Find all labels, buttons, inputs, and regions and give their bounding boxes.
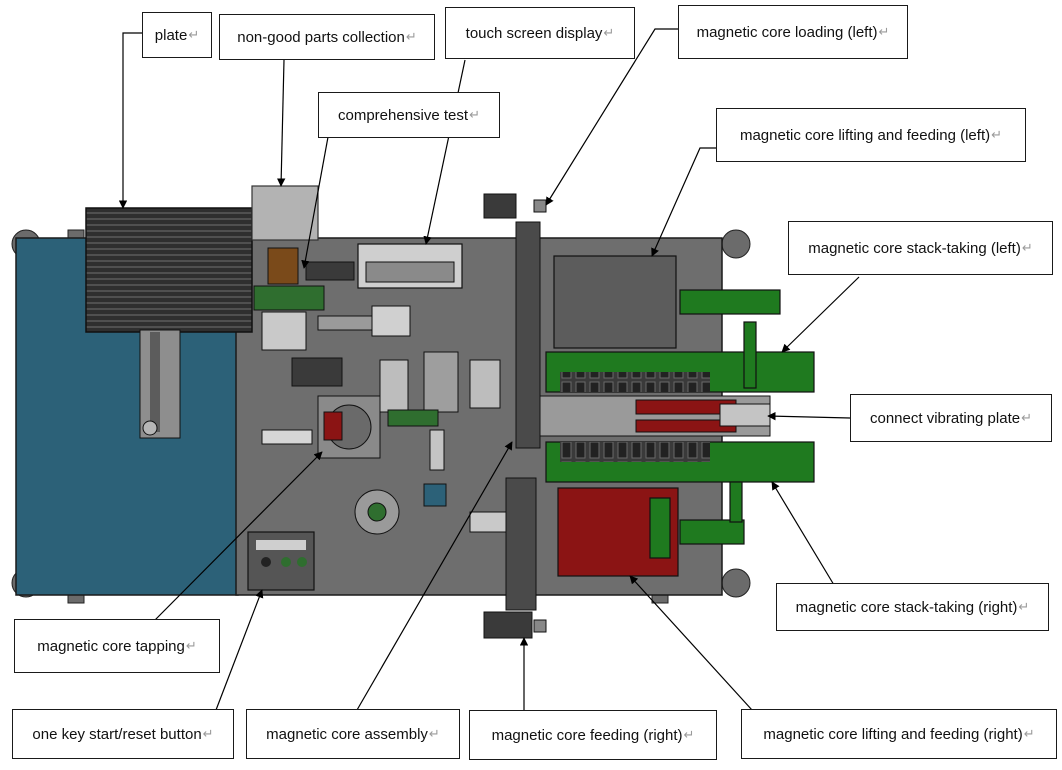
label-start-reset: one key start/reset button↵ <box>12 709 234 759</box>
label-vibrating-text: connect vibrating plate <box>869 409 1021 427</box>
leader-plate <box>118 32 142 209</box>
label-non-good-parts: non-good parts collection↵ <box>219 14 435 60</box>
paragraph-mark: ↵ <box>878 24 890 39</box>
label-feeding-right-text: magnetic core feeding (right) <box>491 726 683 744</box>
paragraph-mark: ↵ <box>428 726 440 741</box>
label-vibrating-plate: connect vibrating plate↵ <box>850 394 1052 442</box>
upper-chain <box>560 372 710 392</box>
label-lifting-feeding-left: magnetic core lifting and feeding (left)… <box>716 108 1026 162</box>
paragraph-mark: ↵ <box>405 29 417 44</box>
control-panel <box>247 531 315 591</box>
label-non-good-text: non-good parts collection <box>237 28 405 46</box>
label-stack-right-text: magnetic core stack-taking (right) <box>795 598 1018 616</box>
paragraph-mark: ↵ <box>1021 240 1033 255</box>
label-assembly-text: magnetic core assembly <box>266 725 428 743</box>
leader-lines <box>118 28 860 711</box>
label-lifting-left-text: magnetic core lifting and feeding (left) <box>739 126 991 144</box>
paragraph-mark: ↵ <box>188 27 200 42</box>
leader-assembly <box>356 441 513 711</box>
label-stack-left-text: magnetic core stack-taking (left) <box>808 239 1021 257</box>
reject-bin <box>251 185 319 241</box>
plate-module <box>85 207 253 439</box>
label-core-feeding-right: magnetic core feeding (right)↵ <box>469 710 717 760</box>
leader-comprehensive-test <box>301 136 329 269</box>
label-lifting-feeding-right: magnetic core lifting and feeding (right… <box>741 709 1057 759</box>
label-stack-taking-right: magnetic core stack-taking (right)↵ <box>776 583 1049 631</box>
touch-screen <box>357 243 463 289</box>
label-start-reset-text: one key start/reset button <box>32 725 202 743</box>
leader-non-good <box>276 59 286 187</box>
leader-stack-right <box>771 481 835 586</box>
leader-core-loading <box>545 28 678 206</box>
label-comprehensive-test-text: comprehensive test <box>338 106 469 124</box>
label-plate: plate↵ <box>142 12 212 58</box>
paragraph-mark: ↵ <box>185 638 197 653</box>
leader-vibrating <box>767 411 851 421</box>
middle-mechanisms <box>261 351 511 535</box>
paragraph-mark: ↵ <box>603 25 615 40</box>
paragraph-mark: ↵ <box>1018 599 1030 614</box>
label-core-tapping: magnetic core tapping↵ <box>14 619 220 673</box>
label-core-loading-text: magnetic core loading (left) <box>696 23 878 41</box>
lower-chain <box>560 442 710 462</box>
paragraph-mark: ↵ <box>991 127 1003 142</box>
label-comprehensive-test: comprehensive test↵ <box>318 92 500 138</box>
label-stack-taking-left: magnetic core stack-taking (left)↵ <box>788 221 1053 275</box>
leader-tapping <box>154 451 323 621</box>
label-lifting-right-text: magnetic core lifting and feeding (right… <box>763 725 1023 743</box>
paragraph-mark: ↵ <box>1021 410 1032 425</box>
label-core-assembly: magnetic core assembly↵ <box>246 709 460 759</box>
leader-touch-screen <box>423 59 466 245</box>
label-plate-text: plate <box>154 26 188 44</box>
label-core-loading-left: magnetic core loading (left)↵ <box>678 5 908 59</box>
paragraph-mark: ↵ <box>469 107 480 122</box>
paragraph-mark: ↵ <box>683 727 695 742</box>
feeding-rail <box>483 193 547 639</box>
leader-lifting-left <box>651 147 716 257</box>
label-tapping-text: magnetic core tapping <box>37 637 185 655</box>
lifting-block-left <box>553 255 677 349</box>
label-touch-screen: touch screen display↵ <box>445 7 635 59</box>
leader-start-reset <box>215 589 264 711</box>
paragraph-mark: ↵ <box>202 726 214 741</box>
paragraph-mark: ↵ <box>1023 726 1035 741</box>
test-unit <box>253 247 411 351</box>
leader-lifting-right <box>629 575 753 711</box>
label-touch-screen-text: touch screen display <box>465 24 603 42</box>
leader-stack-left <box>781 276 860 353</box>
vibrating-track <box>539 395 771 437</box>
